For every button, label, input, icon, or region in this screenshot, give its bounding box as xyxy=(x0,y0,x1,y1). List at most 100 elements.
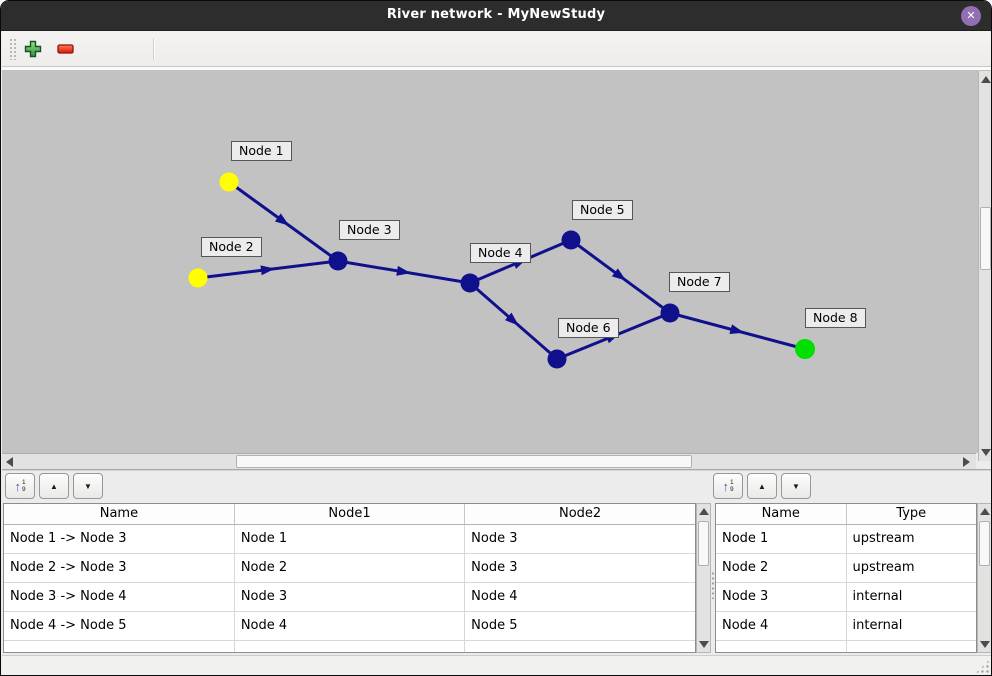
scrollbar-thumb[interactable] xyxy=(979,521,990,566)
table-cell[interactable] xyxy=(4,640,235,652)
table-cell[interactable]: Node 5 xyxy=(464,611,695,641)
table-cell[interactable] xyxy=(234,640,466,652)
toolbar-separator xyxy=(153,38,154,60)
window-title: River network - MyNewStudy xyxy=(386,7,606,22)
table-cell[interactable]: Node 3 xyxy=(716,582,847,612)
column-header[interactable]: Node2 xyxy=(464,504,695,525)
graph-node[interactable] xyxy=(561,230,581,250)
table-row[interactable] xyxy=(4,640,695,652)
close-button[interactable]: ✕ xyxy=(961,6,981,26)
table-cell[interactable] xyxy=(846,640,976,652)
graph-node[interactable] xyxy=(328,251,348,271)
scroll-down-icon[interactable] xyxy=(699,641,709,648)
table-cell[interactable] xyxy=(716,640,847,652)
table-cell[interactable]: Node 3 -> Node 4 xyxy=(4,582,235,612)
table-cell[interactable]: Node 1 xyxy=(234,524,466,554)
graph-node[interactable] xyxy=(188,268,208,288)
graph-node[interactable] xyxy=(660,303,680,323)
h-scrollbar-thumb[interactable] xyxy=(236,455,692,468)
table-cell[interactable]: upstream xyxy=(846,524,976,554)
scroll-down-icon[interactable] xyxy=(981,449,991,456)
v-scrollbar-thumb[interactable] xyxy=(980,207,991,270)
tables-splitter[interactable] xyxy=(710,503,715,653)
scrollbar-thumb[interactable] xyxy=(698,521,709,566)
links-table-scrollbar[interactable] xyxy=(696,503,711,653)
node-label: Node 5 xyxy=(572,200,633,220)
table-cell[interactable]: Node 1 -> Node 3 xyxy=(4,524,235,554)
remove-node-button[interactable] xyxy=(52,36,78,62)
table-cell[interactable]: Node 2 xyxy=(234,553,466,583)
canvas-h-scrollbar[interactable] xyxy=(2,453,976,469)
node-label: Node 2 xyxy=(201,237,262,257)
node-label: Node 1 xyxy=(231,141,292,161)
toolbar-grip[interactable] xyxy=(9,38,17,60)
scroll-up-icon[interactable] xyxy=(981,76,991,83)
scroll-left-icon[interactable] xyxy=(6,457,13,467)
resize-grip-icon[interactable] xyxy=(975,659,990,674)
column-header[interactable]: Name xyxy=(4,504,235,525)
titlebar[interactable]: River network - MyNewStudy ✕ xyxy=(1,1,991,31)
table-cell[interactable]: Node 4 xyxy=(234,611,466,641)
edge-arrow-icon xyxy=(260,265,275,276)
edge-arrow-icon xyxy=(504,312,519,326)
scroll-right-icon[interactable] xyxy=(963,457,970,467)
graph-node[interactable] xyxy=(795,339,815,359)
table-cell[interactable]: Node 4 xyxy=(464,582,695,612)
column-header[interactable]: Node1 xyxy=(234,504,466,525)
table-cell[interactable]: Node 4 -> Node 5 xyxy=(4,611,235,641)
column-header[interactable]: Name xyxy=(716,504,847,525)
table-row[interactable] xyxy=(716,640,976,652)
graph-node[interactable] xyxy=(547,349,567,369)
graph-node[interactable] xyxy=(460,273,480,293)
table-cell[interactable]: Node 1 xyxy=(716,524,847,554)
nodes-move-up-button[interactable]: ▲ xyxy=(747,473,777,499)
nodes-table-scrollbar[interactable] xyxy=(977,503,991,653)
arrow-down-icon: ▼ xyxy=(84,481,92,491)
table-cell[interactable]: Node 4 xyxy=(716,611,847,641)
node-label: Node 3 xyxy=(339,220,400,240)
table-cell[interactable]: Node 3 xyxy=(464,524,695,554)
canvas-v-scrollbar[interactable] xyxy=(978,71,991,461)
table-cell[interactable]: Node 2 xyxy=(716,553,847,583)
node-label: Node 7 xyxy=(669,272,730,292)
column-header[interactable]: Type xyxy=(846,504,976,525)
scroll-up-icon[interactable] xyxy=(980,508,990,515)
links-move-down-button[interactable]: ▼ xyxy=(73,473,103,499)
table-cell[interactable]: internal xyxy=(846,611,976,641)
status-bar xyxy=(2,655,991,675)
scroll-up-icon[interactable] xyxy=(699,508,709,515)
table-cell[interactable] xyxy=(464,640,695,652)
table-cell[interactable]: Node 2 -> Node 3 xyxy=(4,553,235,583)
arrow-down-icon: ▼ xyxy=(792,481,800,491)
edge-arrow-icon xyxy=(729,324,745,335)
table-cell[interactable]: Node 3 xyxy=(464,553,695,583)
scroll-down-icon[interactable] xyxy=(980,641,990,648)
toolbar-underline xyxy=(2,67,991,71)
add-node-button[interactable] xyxy=(20,36,46,62)
graph-node[interactable] xyxy=(219,172,239,192)
table-cell[interactable]: internal xyxy=(846,582,976,612)
table-cell[interactable]: upstream xyxy=(846,553,976,583)
nodes-move-down-button[interactable]: ▼ xyxy=(781,473,811,499)
edge-arrow-icon xyxy=(274,213,290,226)
links-move-up-button[interactable]: ▲ xyxy=(39,473,69,499)
table-cell[interactable]: Node 3 xyxy=(234,582,466,612)
